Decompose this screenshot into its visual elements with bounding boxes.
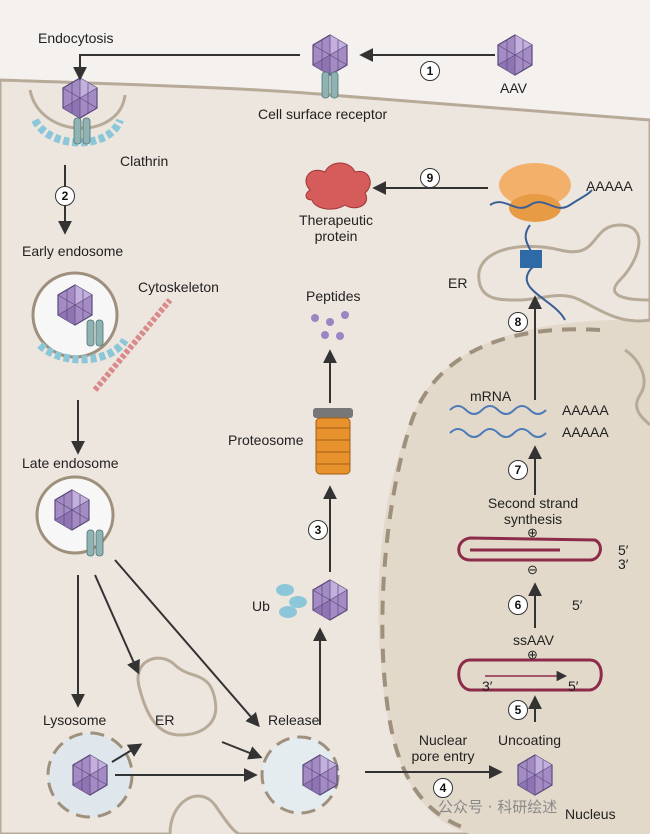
label-cytoskeleton: Cytoskeleton [138, 279, 219, 295]
proteasome-icon [313, 408, 353, 475]
label-plus-bottom: ⊕ [527, 647, 538, 662]
label-therapeutic-protein: Therapeutic protein [299, 212, 373, 245]
label-endocytosis: Endocytosis [38, 30, 114, 46]
clathrin-coat [31, 117, 124, 147]
label-release: Release [268, 712, 320, 728]
step-3-marker: 3 [308, 520, 328, 540]
label-er-upper: ER [448, 275, 468, 291]
protein-icon [305, 162, 371, 210]
step-8-marker: 8 [508, 312, 528, 332]
label-plus-top: ⊕ [527, 525, 538, 540]
label-polya-2: AAAAA [562, 424, 609, 440]
label-ub: Ub [252, 598, 270, 614]
label-minus: ⊖ [527, 562, 538, 577]
watermark: 公众号 · 科研绘述 [438, 798, 558, 816]
er-lower [136, 656, 218, 737]
label-uncoating: Uncoating [498, 732, 562, 748]
label-nucleus: Nucleus [565, 806, 616, 822]
step-6-marker: 6 [508, 595, 528, 615]
label-five-prime-a: 5′ [618, 542, 629, 558]
step-2-marker: 2 [55, 186, 75, 206]
label-clathrin: Clathrin [120, 153, 169, 169]
label-polya-1: AAAAA [562, 402, 609, 418]
label-five-prime-b: 5′ [572, 597, 583, 613]
label-mrna: mRNA [470, 388, 512, 404]
step-5-marker: 5 [508, 700, 528, 720]
label-five-prime-c: 5′ [568, 678, 579, 694]
label-late-endosome: Late endosome [22, 455, 119, 471]
label-second-strand-synthesis: Second strand synthesis [487, 495, 579, 528]
ribosome-icon [499, 163, 571, 207]
step-4-marker: 4 [433, 778, 453, 798]
label-three-prime-a: 3′ [618, 556, 629, 572]
step-7-marker: 7 [508, 460, 528, 480]
nuclear-envelope [380, 327, 601, 832]
cytoskeleton-fiber [92, 298, 173, 392]
label-three-prime-b: 3′ [482, 678, 493, 694]
label-aav: AAV [500, 80, 527, 96]
label-ssaav: ssAAV [513, 632, 554, 648]
label-proteosome: Proteosome [228, 432, 304, 448]
label-polya-top: AAAAA [586, 178, 633, 194]
label-lysosome: Lysosome [43, 712, 107, 728]
label-nuclear-pore-entry: Nuclear pore entry [411, 732, 475, 765]
label-peptides: Peptides [306, 288, 361, 304]
label-early-endosome: Early endosome [22, 243, 124, 259]
label-cell-surface-receptor: Cell surface receptor [258, 106, 388, 122]
step-9-marker: 9 [420, 168, 440, 188]
label-er-lower: ER [155, 712, 175, 728]
step-1-marker: 1 [420, 61, 440, 81]
